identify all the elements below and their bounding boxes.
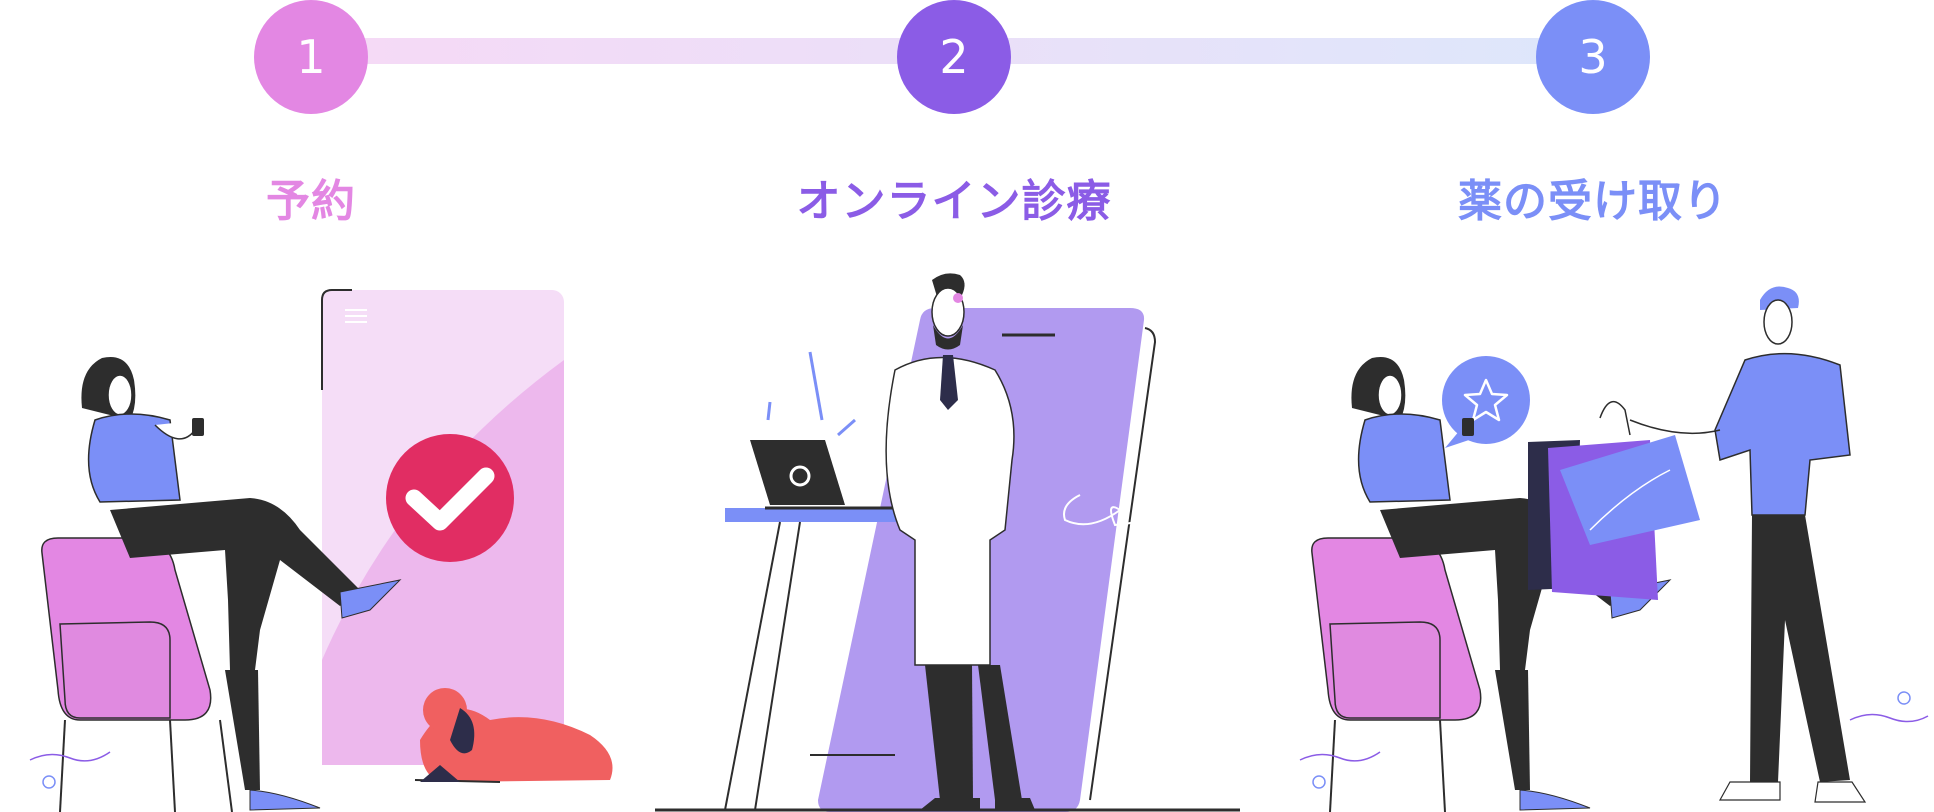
signature-scribble bbox=[1063, 494, 1171, 527]
step-1-circle: 1 bbox=[254, 0, 368, 114]
speech-bubble bbox=[1442, 356, 1530, 448]
dog-illustration bbox=[414, 688, 613, 783]
check-icon bbox=[386, 434, 514, 562]
step-2-circle: 2 bbox=[897, 0, 1011, 114]
step-3-title: 薬の受け取り bbox=[1458, 176, 1728, 227]
step-3-number: 3 bbox=[1578, 30, 1608, 84]
illustration-online-consultation bbox=[655, 273, 1240, 812]
woman-with-phone bbox=[81, 356, 402, 811]
menu-icon bbox=[345, 309, 367, 323]
decorative-squiggle bbox=[29, 751, 111, 789]
delivery-man bbox=[1629, 286, 1867, 803]
decorative-squiggle bbox=[1299, 691, 1929, 789]
step-2-number: 2 bbox=[939, 30, 969, 84]
armchair bbox=[1311, 537, 1482, 812]
star-icon bbox=[1463, 378, 1509, 422]
illustration-reservation bbox=[29, 289, 613, 812]
illustration-receive-medicine bbox=[1299, 286, 1929, 812]
shopping-bags bbox=[1528, 401, 1700, 600]
step-3-circle: 3 bbox=[1536, 0, 1650, 114]
laptop-desk bbox=[724, 440, 965, 811]
armchair bbox=[41, 537, 233, 812]
signal-lines bbox=[766, 351, 856, 437]
doctor-with-headset bbox=[885, 273, 1035, 810]
step-1-title: 予約 bbox=[266, 176, 356, 227]
step-1-number: 1 bbox=[296, 30, 326, 84]
step-2-title: オンライン診療 bbox=[796, 176, 1112, 227]
